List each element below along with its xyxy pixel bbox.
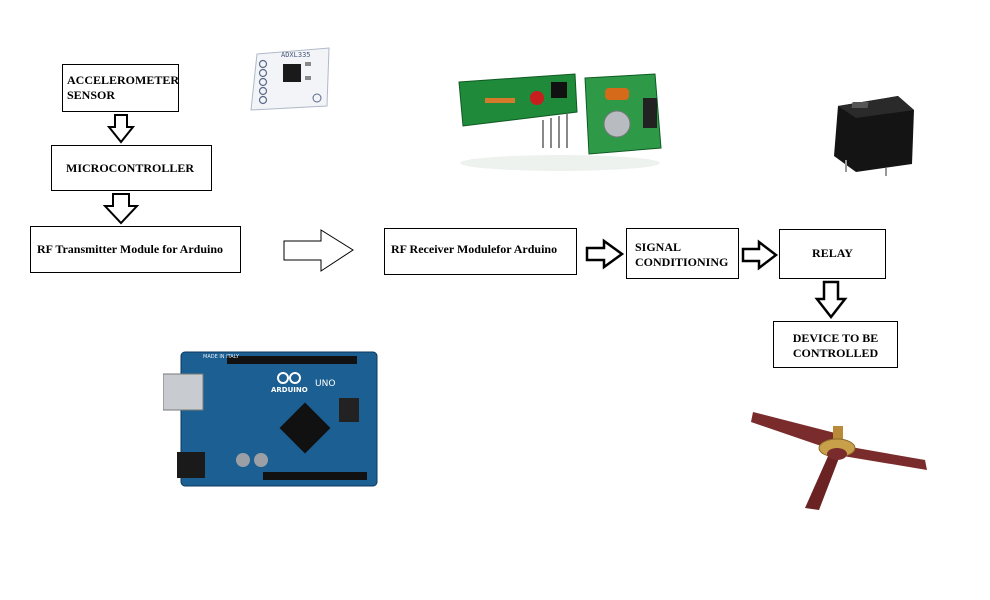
relay-block: RELAY [779,229,886,279]
arrow-right-rx-to-signal [585,238,625,270]
arrow-down-accel-to-micro [106,114,136,144]
rf-receiver-label: RF Receiver Modulefor Arduino [391,242,558,256]
arduino-made-label: MADE IN ITALY [203,354,240,360]
accelerometer-board-image: ADXL335 [250,47,330,111]
device-to-be-controlled-block: DEVICE TO BE CONTROLLED [773,321,898,368]
rf-transmitter-block: RF Transmitter Module for Arduino [30,226,241,273]
signal-conditioning-label: SIGNAL CONDITIONING [635,240,729,269]
relay-image [834,96,914,176]
rf-modules-image [458,73,662,171]
rf-receiver-block: RF Receiver Modulefor Arduino [384,228,577,275]
arrow-right-signal-to-relay [741,239,779,271]
adxl-chip-label: ADXL335 [281,51,311,59]
arrow-right-tx-to-rx [283,229,354,272]
accelerometer-sensor-label: ACCELEROMETER SENSOR [67,73,180,102]
microcontroller-label: MICROCONTROLLER [66,161,195,175]
arrow-down-micro-to-rf-tx [102,193,140,225]
signal-conditioning-block: SIGNAL CONDITIONING [626,228,739,279]
arduino-model-label: UNO [315,379,335,389]
arduino-uno-image: MADE IN ITALY ARDUINO UNO [163,351,378,487]
rf-transmitter-label: RF Transmitter Module for Arduino [37,242,223,256]
relay-label: RELAY [812,246,853,260]
arduino-brand-label: ARDUINO [271,386,308,394]
arrow-down-relay-to-device [814,280,848,320]
device-to-be-controlled-label: DEVICE TO BE CONTROLLED [792,331,879,360]
ceiling-fan-image [751,412,927,510]
accelerometer-sensor-block: ACCELEROMETER SENSOR [62,64,179,112]
microcontroller-block: MICROCONTROLLER [51,145,212,191]
